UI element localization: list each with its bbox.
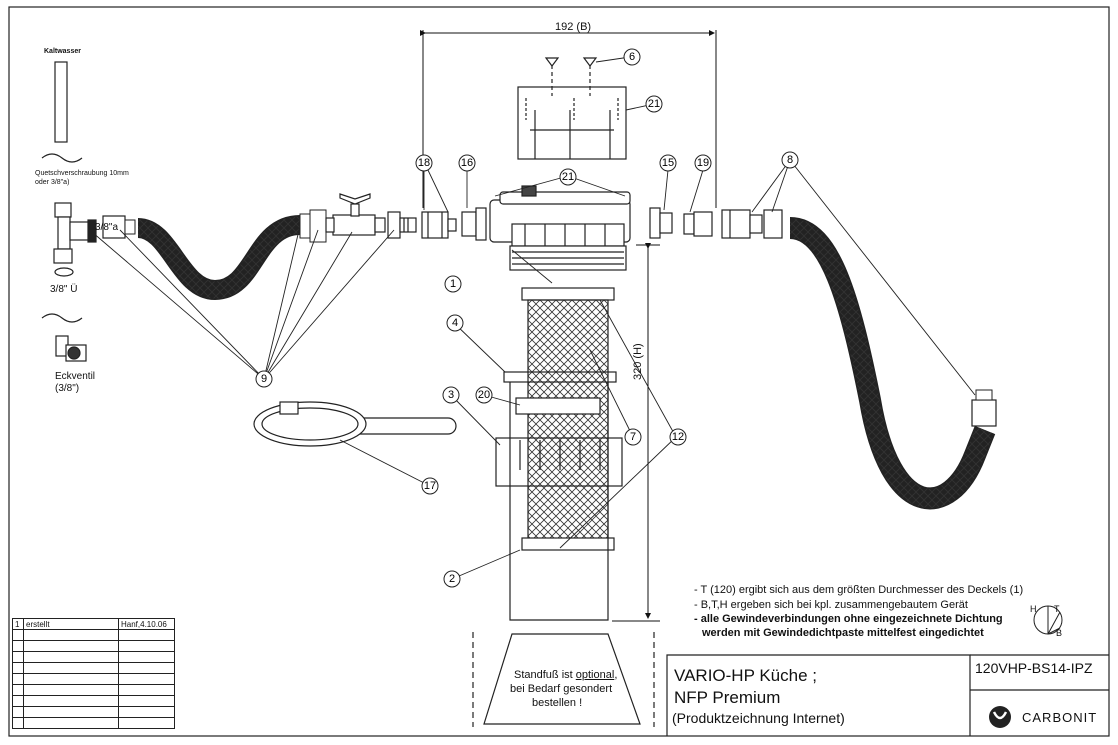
carbonit-logo	[989, 706, 1011, 728]
brand-name: CARBONIT	[1022, 710, 1098, 725]
axis-h: H	[1030, 604, 1037, 614]
callout-19: 20	[478, 389, 490, 401]
callout-2: 2	[449, 573, 455, 585]
callout-4: 4	[452, 317, 458, 329]
filter-wrench	[253, 401, 457, 447]
connector-nipple	[387, 211, 417, 239]
title-line-1: VARIO-HP Küche ;	[674, 666, 817, 685]
kaltwasser-label: Kaltwasser	[44, 48, 81, 55]
filter-cartridge	[521, 287, 615, 551]
note-t: - T (120) ergibt sich aus dem größten Du…	[694, 584, 1024, 596]
callout-3: 3	[448, 389, 454, 401]
standfuss-note-1: Standfuß ist optional,	[514, 669, 618, 681]
part-15-left	[461, 207, 487, 241]
right-quick-connect	[721, 209, 783, 239]
part-17-fitting	[683, 211, 713, 237]
eckventil-label: Eckventil	[55, 371, 96, 382]
thread-a-label: 3/8"a	[95, 222, 119, 233]
title-line-3: (Produktzeichnung Internet)	[672, 710, 845, 726]
wall-bracket	[517, 57, 627, 160]
right-hose	[788, 217, 997, 510]
callout-12: 12	[672, 431, 684, 443]
note-bth: - B,T,H ergeben sich bei kpl. zusammenge…	[694, 599, 968, 611]
revision-row: 1 erstellt Hanf,4.10.06	[12, 618, 175, 630]
width-dimension	[420, 30, 717, 208]
quetsch-label-2: oder 3/8"a)	[35, 179, 70, 186]
callout-17: 19	[697, 157, 709, 169]
revision-num: 1	[12, 618, 24, 630]
title-line-2: NFP Premium	[674, 688, 781, 707]
title-block	[666, 654, 1109, 736]
part-15-right	[649, 207, 673, 239]
callout-6: 6	[629, 51, 635, 63]
callout-21: 21	[648, 98, 660, 110]
callout-9: 9	[261, 373, 267, 385]
callout-15-right: 15	[662, 157, 674, 169]
note-gewinde-1: - alle Gewindeverbindungen ohne eingezei…	[694, 613, 1003, 625]
callout-18: 17	[424, 480, 436, 492]
eckventil-size-label: (3/8")	[55, 383, 80, 394]
sheet-border	[8, 6, 1110, 737]
kaltwasser-pipe	[41, 61, 83, 323]
ball-valve	[325, 193, 386, 236]
stand-foot	[472, 632, 655, 727]
angle-valve-top	[53, 202, 97, 277]
quetsch-label: Quetschverschraubung 10mm	[35, 170, 129, 177]
callout-7: 7	[630, 431, 636, 443]
revision-sign: Hanf,4.10.06	[118, 618, 175, 630]
note-gewinde-2: werden mit Gewindedichtpaste mittelfest …	[702, 627, 984, 639]
standfuss-note-3: bestellen !	[532, 697, 583, 709]
callout-8: 8	[787, 154, 793, 166]
eckventil-drawing	[55, 335, 87, 362]
thread-u-label: 3/8" Ü	[50, 284, 78, 295]
axis-t: T	[1054, 604, 1060, 614]
filter-head	[489, 185, 631, 271]
drawing-number: 120VHP-BS14-IPZ	[975, 660, 1093, 676]
revision-text: erstellt	[23, 618, 119, 630]
callout-15-left: 16	[461, 157, 473, 169]
callout-numbers: 18 16 15 19 21 6 21 8 1 4 3 20 7 12 2 17…	[261, 51, 793, 585]
filter-housing	[495, 371, 623, 621]
revision-table: 1 erstellt Hanf,4.10.06	[12, 618, 175, 729]
callout-16: 18	[418, 157, 430, 169]
width-label: 192 (B)	[555, 21, 592, 33]
left-hose	[102, 209, 327, 301]
part-16-fitting	[421, 211, 457, 239]
axis-symbol	[1033, 605, 1063, 635]
callout-20: 21	[562, 171, 574, 183]
callout-1: 1	[450, 278, 456, 290]
axis-b: B	[1056, 628, 1063, 638]
standfuss-note-2: bei Bedarf gesondert	[510, 683, 613, 695]
height-dimension	[612, 243, 660, 622]
leader-lines	[91, 56, 976, 580]
height-label: 320 (H)	[632, 343, 644, 380]
callout-circles	[255, 48, 799, 588]
